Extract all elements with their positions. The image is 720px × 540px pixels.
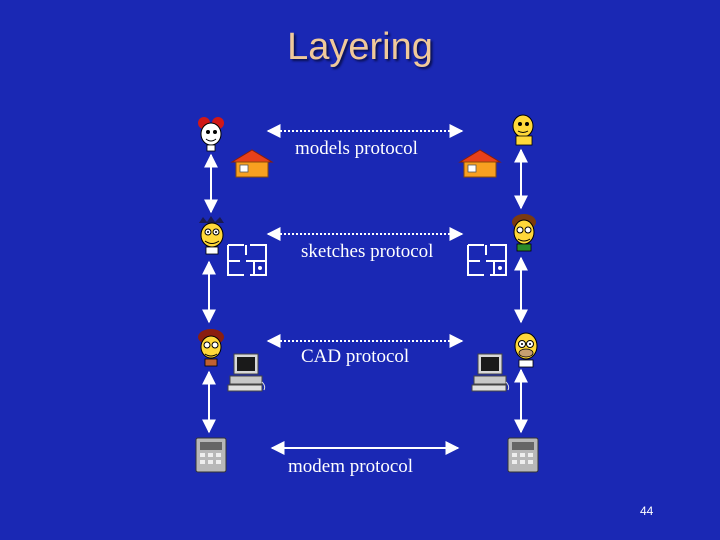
person-icon: [514, 332, 538, 368]
floorplan-icon: [467, 244, 507, 276]
floorplan-icon: [227, 244, 267, 276]
models-protocol-label: models protocol: [295, 138, 418, 159]
person-icon: [512, 214, 536, 252]
person-icon: [198, 117, 224, 152]
house-icon: [458, 149, 502, 178]
computer-icon: [471, 353, 510, 392]
modem-icon: [507, 437, 539, 473]
modem-protocol-label: modem protocol: [288, 456, 414, 477]
slide-title: Layering: [287, 26, 433, 68]
person-icon: [199, 216, 224, 255]
house-icon: [230, 149, 274, 178]
sketches-protocol-label: sketches protocol: [301, 241, 434, 262]
computer-icon: [227, 353, 266, 392]
person-icon: [198, 329, 224, 367]
modem-icon: [195, 437, 227, 473]
person-icon: [512, 114, 534, 146]
cad-protocol-label: CAD protocol: [301, 346, 410, 367]
page-number: 44: [640, 504, 654, 518]
